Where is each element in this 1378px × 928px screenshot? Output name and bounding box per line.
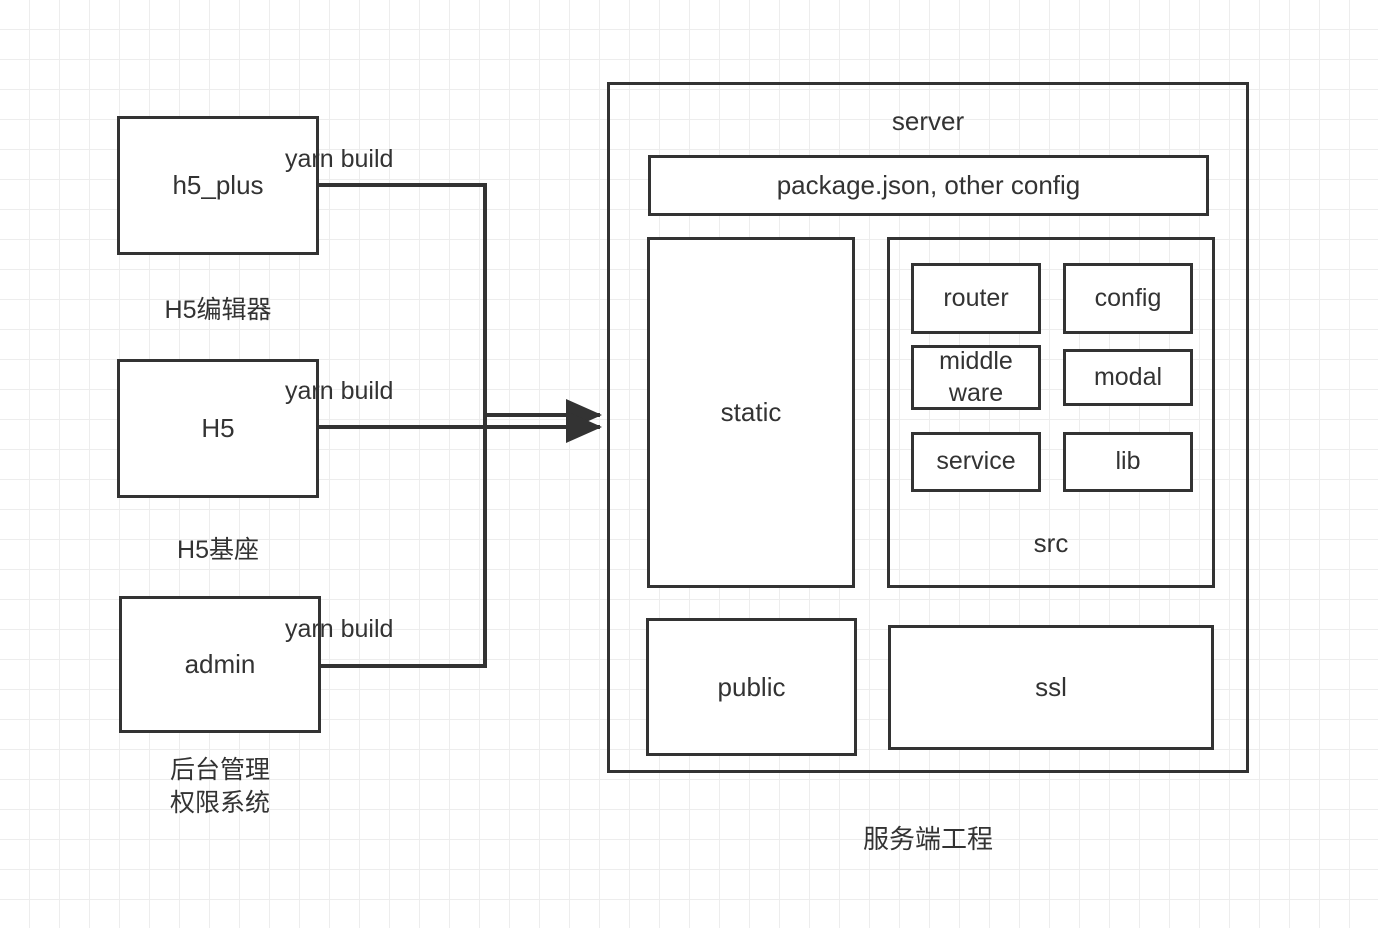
src-item-label-modal: modal — [1093, 362, 1163, 391]
ssl-label: ssl — [1035, 672, 1067, 703]
src-item-label-lib: lib — [1115, 447, 1141, 476]
src-title: src — [1033, 528, 1069, 558]
edge-label-yarn-build-h5: yarn build — [285, 377, 394, 405]
src-item-config[interactable]: config — [1063, 263, 1193, 334]
module-label-h5-plus: h5_plus — [172, 170, 264, 201]
src-container: src — [887, 237, 1215, 588]
module-caption-h5-plus: H5编辑器 — [164, 296, 272, 324]
src-item-router[interactable]: router — [911, 263, 1041, 334]
module-caption-h5: H5基座 — [177, 536, 259, 564]
src-item-lib[interactable]: lib — [1063, 432, 1193, 492]
edge-label-yarn-build-h5-plus: yarn build — [285, 145, 394, 173]
server-caption: 服务端工程 — [862, 824, 993, 854]
public-box[interactable]: public — [646, 618, 857, 756]
server-config-box[interactable]: package.json, other config — [648, 155, 1209, 216]
module-label-h5: H5 — [201, 413, 235, 444]
src-item-label-service: service — [936, 447, 1016, 476]
module-box-h5[interactable]: H5 — [117, 359, 319, 498]
module-caption-admin: 后台管理 权限系统 — [169, 756, 270, 817]
src-item-label-router: router — [943, 283, 1009, 312]
static-label: static — [720, 397, 782, 428]
src-item-service[interactable]: service — [911, 432, 1041, 492]
ssl-box[interactable]: ssl — [888, 625, 1214, 750]
module-label-admin: admin — [184, 649, 256, 680]
module-box-admin[interactable]: admin — [119, 596, 321, 733]
server-container: server — [607, 82, 1249, 773]
src-item-label-config: config — [1094, 283, 1162, 312]
src-item-modal[interactable]: modal — [1063, 349, 1193, 406]
src-item-middleware[interactable]: middle ware — [911, 345, 1041, 410]
static-box[interactable]: static — [647, 237, 855, 588]
server-title: server — [891, 106, 965, 136]
server-config-label: package.json, other config — [776, 170, 1081, 201]
module-box-h5-plus[interactable]: h5_plus — [117, 116, 319, 255]
edge-label-yarn-build-admin: yarn build — [285, 615, 394, 643]
public-label: public — [717, 671, 786, 702]
src-item-label-middleware: middle ware — [939, 347, 1013, 407]
